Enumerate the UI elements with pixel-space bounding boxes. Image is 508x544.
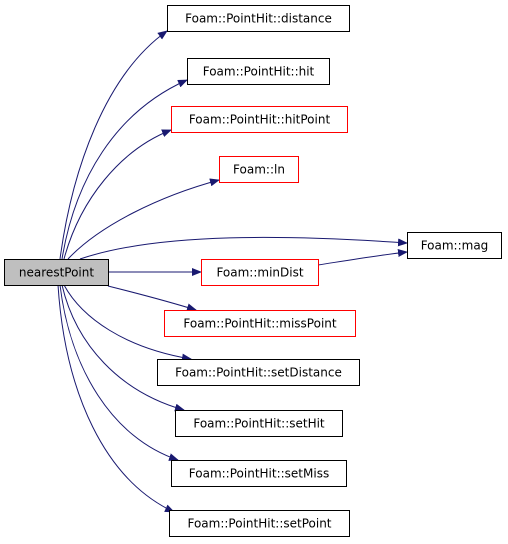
node-box bbox=[219, 156, 299, 183]
node-label: Foam::PointHit::hitPoint bbox=[189, 113, 331, 127]
edge-root-to-setHit bbox=[61, 284, 185, 412]
node-label: Foam::mag bbox=[421, 239, 489, 253]
node-box bbox=[407, 232, 502, 259]
node-label: Foam::PointHit::hit bbox=[203, 65, 315, 79]
edge-root-to-setPoint bbox=[57, 284, 175, 513]
edge-root-to-setMiss bbox=[59, 284, 179, 461]
node-ln[interactable]: Foam::ln bbox=[219, 156, 299, 183]
node-box bbox=[201, 259, 319, 286]
edge-root-to-hit bbox=[61, 79, 188, 260]
node-box bbox=[157, 359, 360, 386]
node-minDist[interactable]: Foam::minDist bbox=[201, 259, 319, 286]
node-label: Foam::minDist bbox=[216, 266, 303, 280]
edge-root-to-distance bbox=[59, 30, 168, 260]
edge-root-to-mag bbox=[79, 236, 408, 260]
node-missPoint[interactable]: Foam::PointHit::missPoint bbox=[164, 310, 356, 337]
node-box bbox=[171, 106, 348, 133]
edge-layer bbox=[57, 30, 408, 513]
node-hit[interactable]: Foam::PointHit::hit bbox=[187, 58, 330, 85]
edge-minDist-to-mag bbox=[317, 249, 408, 266]
node-box bbox=[4, 259, 109, 286]
edge-root-to-hitPoint bbox=[63, 129, 172, 260]
node-label: Foam::PointHit::setPoint bbox=[187, 517, 331, 531]
node-mag[interactable]: Foam::mag bbox=[407, 232, 502, 259]
node-label: Foam::PointHit::distance bbox=[185, 12, 332, 26]
node-layer: nearestPoint Foam::PointHit::distanceFoam… bbox=[4, 5, 502, 537]
node-box bbox=[167, 5, 350, 32]
node-label: Foam::PointHit::missPoint bbox=[183, 317, 337, 331]
node-label: Foam::ln bbox=[233, 163, 285, 177]
node-label: Foam::PointHit::setDistance bbox=[175, 366, 342, 380]
node-setDistance[interactable]: Foam::PointHit::setDistance bbox=[157, 359, 360, 386]
node-box bbox=[175, 410, 343, 437]
node-box bbox=[164, 310, 356, 337]
node-box bbox=[169, 510, 350, 537]
edge-root-to-setDistance bbox=[63, 284, 192, 362]
node-setPoint[interactable]: Foam::PointHit::setPoint bbox=[169, 510, 350, 537]
root-node[interactable]: nearestPoint bbox=[4, 259, 109, 286]
node-hitPoint[interactable]: Foam::PointHit::hitPoint bbox=[171, 106, 348, 133]
node-label: nearestPoint bbox=[19, 266, 94, 280]
node-label: Foam::PointHit::setMiss bbox=[189, 467, 329, 481]
node-box bbox=[187, 58, 330, 85]
node-label: Foam::PointHit::setHit bbox=[193, 417, 325, 431]
edge-root-to-missPoint bbox=[107, 285, 197, 312]
node-distance[interactable]: Foam::PointHit::distance bbox=[167, 5, 350, 32]
edge-root-to-ln bbox=[67, 178, 220, 260]
node-box bbox=[171, 460, 347, 487]
node-setMiss[interactable]: Foam::PointHit::setMiss bbox=[171, 460, 347, 487]
node-setHit[interactable]: Foam::PointHit::setHit bbox=[175, 410, 343, 437]
